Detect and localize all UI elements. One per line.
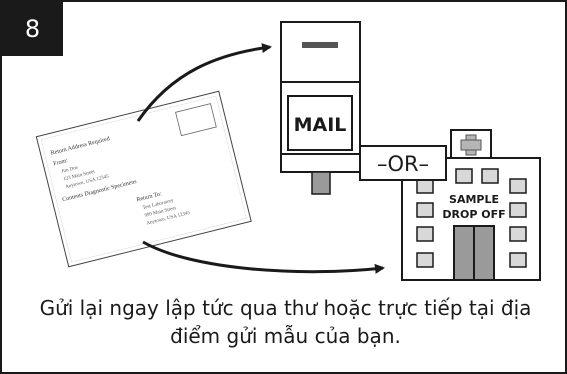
drop-off-sign-line: SAMPLE	[449, 193, 499, 206]
medical-cross-icon	[460, 134, 482, 156]
envelope-from-label: From:	[53, 158, 69, 167]
caption: Gửi lại ngay lập tức qua thư hoặc trực t…	[22, 294, 549, 350]
caption-line: điểm gửi mẫu của bạn.	[170, 324, 401, 348]
or-divider-label: –OR–	[377, 152, 429, 176]
caption-line: Gửi lại ngay lập tức qua thư hoặc trực t…	[39, 296, 532, 320]
mailbox-label: MAIL	[294, 114, 347, 136]
step-number: 8	[24, 15, 41, 43]
envelope-icon: Return Address Required From: Jim Doe 12…	[35, 90, 252, 268]
mailbox-icon: MAIL	[280, 21, 361, 195]
drop-off-sign-line: DROP OFF	[442, 208, 505, 221]
step-number-badge: 8	[2, 2, 63, 56]
envelope-sender-line: Jim Doe	[61, 166, 79, 175]
arrow-icon	[142, 240, 385, 274]
or-divider: –OR–	[359, 145, 447, 181]
arrow-icon	[136, 43, 272, 122]
